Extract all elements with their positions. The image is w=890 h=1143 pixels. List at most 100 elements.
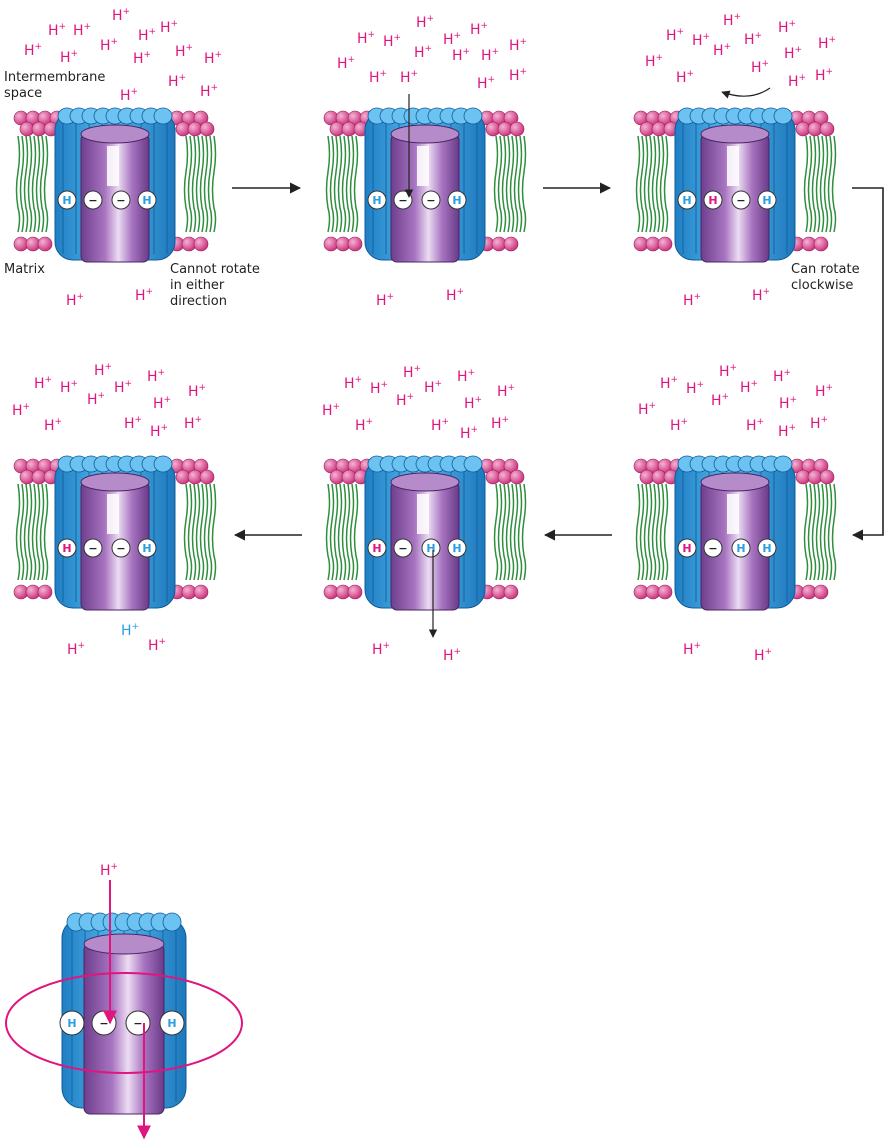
proton-label: H+ (175, 43, 193, 60)
minus-charge-label: − (133, 1017, 142, 1030)
proton-label: H+ (778, 19, 796, 36)
lipid-tail (353, 135, 359, 233)
proton-label: H+ (509, 37, 527, 54)
lipid-tail (635, 483, 641, 581)
intermembrane-protons: H+H+H+H+H+H+H+H+H+H+H+H+H+ (645, 12, 836, 90)
minus-charge-label: − (116, 194, 125, 207)
lipid-tail (815, 135, 821, 233)
binding-site (111, 190, 131, 210)
c-subunit-top (773, 107, 793, 125)
proton-label: H+ (509, 67, 527, 84)
lipid-tail (353, 483, 359, 581)
lipid-tail (831, 483, 837, 581)
half-channel (417, 146, 429, 186)
binding-site (59, 1010, 85, 1036)
intermembrane-protons: H+H+H+H+H+H+H+H+H+H+H+H+H+ (12, 362, 206, 440)
proton-label: H+ (60, 379, 78, 396)
lipid-head (503, 236, 519, 252)
half-channel (107, 146, 119, 186)
binding-site (447, 190, 467, 210)
proton-label: H+ (400, 69, 418, 86)
lipid-tail (643, 135, 649, 233)
proton-label: H+ (67, 641, 85, 658)
proton-label: H+ (676, 69, 694, 86)
binding-site (757, 538, 777, 558)
proton-label: H+ (788, 73, 806, 90)
bound-proton-label: H (372, 194, 381, 207)
proton-label: H+ (73, 22, 91, 39)
lipid-tail (27, 135, 33, 233)
proton-label: H+ (683, 641, 701, 658)
lipid-tail (655, 135, 661, 233)
proton-label: H+ (443, 31, 461, 48)
minus-charge-label: − (116, 542, 125, 555)
lipid-tail (195, 135, 201, 233)
lipid-head (819, 121, 835, 137)
binding-site (57, 538, 77, 558)
lipid-tail (517, 135, 523, 233)
proton-label: H+ (114, 379, 132, 396)
proton-label: H+ (337, 55, 355, 72)
atp-synthase-fo-complex: H−−H (13, 455, 217, 611)
lipid-head (503, 584, 519, 600)
proton-label: H+ (322, 402, 340, 419)
lipid-tail (815, 483, 821, 581)
lipid-tail (831, 135, 837, 233)
binding-site (57, 190, 77, 210)
intermembrane-protons: H+H+H+H+H+H+H+H+H+H+H+H+H+H+ (337, 14, 527, 92)
proton-label: H+ (416, 14, 434, 31)
lipid-tail (15, 483, 21, 581)
half-channel (417, 494, 429, 534)
proton-label: H+ (818, 35, 836, 52)
matrix-protons: H+ H+ H+ H+ H+ H+ H+ H+ H+ H+ H+ H+ H+ (66, 287, 772, 664)
c-subunit-top (153, 455, 173, 473)
lipid-tail (187, 483, 193, 581)
proton-label: H+ (464, 395, 482, 412)
proton-label: H+ (491, 415, 509, 432)
binding-site (421, 538, 441, 558)
proton-label: H+ (773, 368, 791, 385)
proton-label: H+ (135, 287, 153, 304)
proton-label: H+ (779, 395, 797, 412)
lipid-tail (211, 483, 217, 581)
bound-proton-label: H (67, 1017, 76, 1030)
proton-label: H+ (60, 49, 78, 66)
cannot-rotate-label-line3: direction (170, 294, 227, 309)
a-subunit-top (700, 472, 770, 492)
proton-label: H+ (168, 73, 186, 90)
lipid-head (37, 584, 53, 600)
lipid-tail (199, 483, 205, 581)
c-subunit-top (153, 107, 173, 125)
lipid-tail (803, 135, 809, 233)
minus-charge-label: − (736, 194, 745, 207)
lipid-head (509, 469, 525, 485)
lipid-tail (345, 135, 351, 233)
can-rotate-label-line1: Can rotate (791, 262, 860, 277)
lipid-head (193, 584, 209, 600)
proton-label: H+ (452, 47, 470, 64)
proton-label: H+ (740, 379, 758, 396)
bound-proton-label: H (762, 194, 771, 207)
lipid-tail (509, 135, 515, 233)
proton-label: H+ (414, 44, 432, 61)
lipid-tail (505, 483, 511, 581)
proton-label: H+ (460, 425, 478, 442)
lipid-tail (207, 135, 213, 233)
proton-label: H+ (153, 395, 171, 412)
lipid-tail (663, 135, 669, 233)
minus-charge-label: − (398, 194, 407, 207)
proton-label: H+ (12, 402, 30, 419)
rotation-path (5, 972, 243, 1074)
lipid-tail (31, 135, 37, 233)
can-rotate-label-line2: clockwise (791, 278, 853, 293)
proton-label: H+ (403, 364, 421, 381)
summary-fo-rotor: H−−HH+ (5, 862, 243, 1140)
proton-label: H+ (87, 391, 105, 408)
proton-label: H+ (184, 415, 202, 432)
binding-site (111, 538, 131, 558)
proton-label: H+ (746, 417, 764, 434)
proton-label: H+ (150, 423, 168, 440)
lipid-tail (663, 483, 669, 581)
intermembrane-label-line2: space (4, 86, 42, 101)
